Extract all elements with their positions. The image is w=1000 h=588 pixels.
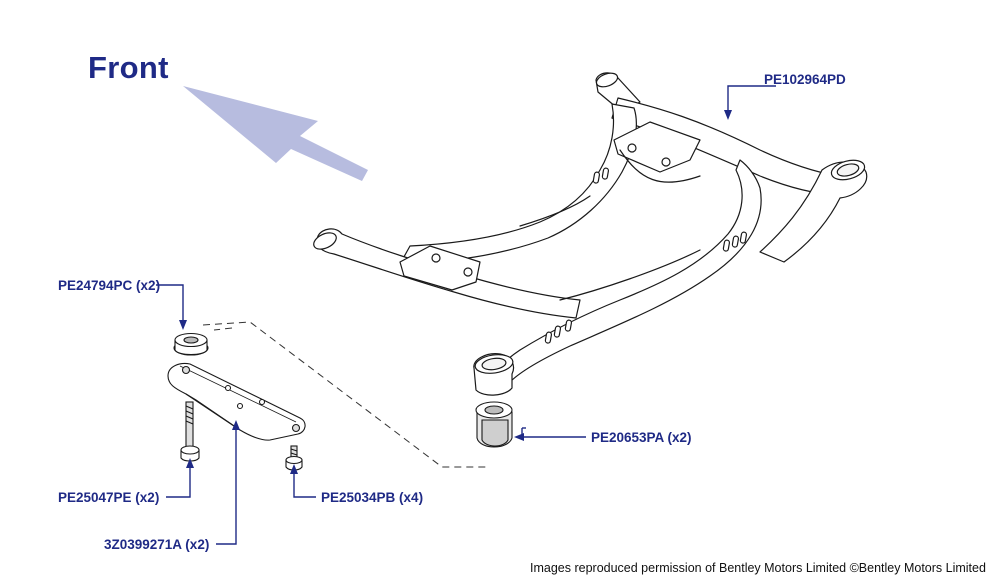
front-direction-arrow-icon [183,86,368,181]
assembly-guide-lines [202,321,488,468]
mount-bush-lower [475,401,513,448]
part-label-pe25047pe[interactable]: PE25047PE (x2) [58,490,160,505]
part-label-pe25034pb[interactable]: PE25034PB (x4) [321,490,424,505]
mounting-bracket [167,362,306,441]
front-direction-label: Front [88,50,169,85]
part-label-3z0399271a[interactable]: 3Z0399271A (x2) [104,537,210,552]
rear-subframe [313,72,868,396]
long-bolt [180,401,200,462]
leader-arrowheads [179,110,732,474]
part-label-pe20653pa[interactable]: PE20653PA (x2) [591,430,692,445]
part-label-pe24794pc[interactable]: PE24794PC (x2) [58,278,161,293]
copyright-credit: Images reproduced permission of Bentley … [530,561,986,575]
mount-bush-top [173,332,209,356]
part-label-pe102964pd[interactable]: PE102964PD [764,72,846,87]
